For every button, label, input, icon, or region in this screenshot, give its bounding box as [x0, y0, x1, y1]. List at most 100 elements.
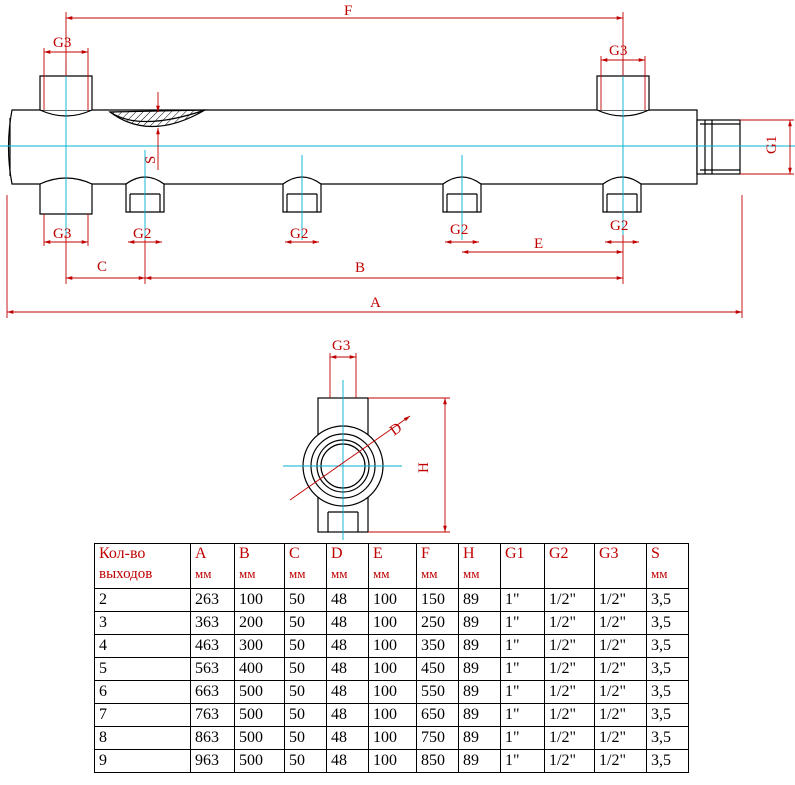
- table-cell: 250: [416, 611, 459, 635]
- table-cell: 100: [368, 611, 417, 635]
- table-cell: 1/2": [544, 588, 595, 612]
- table-cell: 850: [416, 749, 459, 773]
- table-cell: 89: [458, 611, 501, 635]
- table-cell: 3,5: [646, 726, 689, 750]
- table-cell: 750: [416, 726, 459, 750]
- header-unit: мм: [463, 566, 480, 581]
- table-cell: 663: [190, 680, 235, 704]
- table-cell: 150: [416, 588, 459, 612]
- table-cell: 89: [458, 726, 501, 750]
- front-view: [7, 75, 741, 215]
- table-cell: 48: [326, 726, 369, 750]
- table-cell: 650: [416, 703, 459, 727]
- table-cell: 3,5: [646, 657, 689, 681]
- table-cell: 9: [94, 749, 191, 773]
- table-cell: 3,5: [646, 703, 689, 727]
- table-cell: 50: [284, 657, 327, 681]
- label-g3-top-left: G3: [53, 35, 71, 51]
- table-cell: 89: [458, 749, 501, 773]
- header-name: G2: [549, 545, 569, 562]
- label-g2-3: G2: [450, 222, 468, 238]
- header-unit: мм: [331, 566, 348, 581]
- label-e: E: [534, 236, 543, 252]
- table-cell: 89: [458, 680, 501, 704]
- table-cell: 1": [500, 588, 545, 612]
- table-cell: 1/2": [544, 703, 595, 727]
- table-cell: 1": [500, 703, 545, 727]
- side-dimension-lines: [289, 353, 450, 533]
- table-cell: 1/2": [594, 726, 647, 750]
- table-cell: 50: [284, 588, 327, 612]
- table-cell: 48: [326, 657, 369, 681]
- header-name: G1: [505, 545, 525, 562]
- header-unit: выходов: [99, 566, 153, 582]
- table-cell: 263: [190, 588, 235, 612]
- table-cell: 200: [234, 611, 285, 635]
- table-cell: 1/2": [594, 680, 647, 704]
- table-cell: 1": [500, 680, 545, 704]
- label-g2-1: G2: [133, 226, 151, 242]
- table-cell: 50: [284, 749, 327, 773]
- header-name: F: [421, 545, 430, 562]
- table-cell: 350: [416, 634, 459, 658]
- table-cell: 1": [500, 611, 545, 635]
- table-cell: 450: [416, 657, 459, 681]
- header-unit: мм: [421, 566, 438, 581]
- label-d: D: [387, 420, 405, 439]
- table-cell: 1/2": [544, 634, 595, 658]
- table-cell: 48: [326, 703, 369, 727]
- label-h: H: [416, 462, 432, 473]
- table-cell: 50: [284, 611, 327, 635]
- table-cell: 3: [94, 611, 191, 635]
- dimension-lines: [6, 12, 794, 318]
- manifold-drawing: F G3 G3 G1 S G3 G2 G2 G2 G2 E C B A G3 D…: [0, 3, 795, 540]
- main-pipe: [7, 109, 698, 185]
- label-g2-4: G2: [610, 218, 628, 234]
- table-cell: 863: [190, 726, 235, 750]
- table-cell: 89: [458, 703, 501, 727]
- label-g3-side: G3: [332, 338, 350, 354]
- table-cell: 1/2": [594, 657, 647, 681]
- table-cell: 500: [234, 680, 285, 704]
- label-f: F: [344, 3, 352, 19]
- header-name: C: [289, 545, 300, 562]
- table-cell: 1": [500, 634, 545, 658]
- table-cell: 400: [234, 657, 285, 681]
- header-name: A: [195, 545, 207, 562]
- table-cell: 100: [368, 703, 417, 727]
- header-unit: мм: [195, 566, 212, 581]
- table-cell: 3,5: [646, 611, 689, 635]
- table-cell: 50: [284, 634, 327, 658]
- table-cell: 1": [500, 749, 545, 773]
- label-g3-bottom: G3: [53, 226, 71, 242]
- table-cell: 2: [94, 588, 191, 612]
- table-cell: 1": [500, 657, 545, 681]
- header-cell: G2: [544, 543, 595, 589]
- table-cell: 48: [326, 611, 369, 635]
- label-b: B: [355, 260, 365, 276]
- table-cell: 5: [94, 657, 191, 681]
- table-cell: 100: [368, 657, 417, 681]
- label-s: S: [143, 156, 159, 164]
- wall-section-cutaway: [108, 109, 208, 128]
- table-cell: 89: [458, 588, 501, 612]
- header-unit: мм: [373, 566, 390, 581]
- table-cell: 300: [234, 634, 285, 658]
- table-cell: 3,5: [646, 749, 689, 773]
